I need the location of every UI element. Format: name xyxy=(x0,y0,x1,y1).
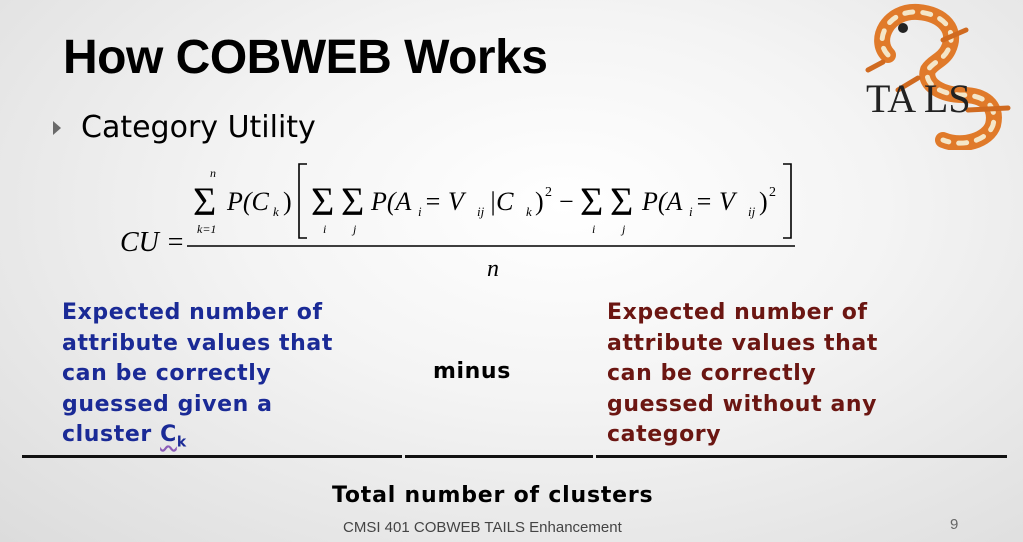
numerator-given-cluster-text: Expected number of attribute values that… xyxy=(62,298,402,458)
sum-lower-limit: k=1 xyxy=(197,222,216,236)
sigma-i2-icon: Σ xyxy=(580,179,603,224)
minus-operator: − xyxy=(559,187,574,216)
term-pc-close: ) xyxy=(283,187,292,216)
sum-upper-limit: n xyxy=(210,166,216,180)
term-pc: P(C xyxy=(226,187,270,216)
numerator-without-category-text: Expected number of attribute values that… xyxy=(607,298,947,451)
right-line-1: Expected number of xyxy=(607,300,868,325)
sum-j1-index: j xyxy=(351,222,357,236)
divider-segment-left xyxy=(22,455,402,458)
term-eq-v2: = V xyxy=(695,187,738,216)
term-c-sub: k xyxy=(526,204,532,219)
formula-lhs: CU = xyxy=(120,227,185,258)
sum-j2-index: j xyxy=(620,222,626,236)
right-line-3: can be correctly xyxy=(607,361,817,386)
left-line-3: can be correctly xyxy=(62,361,272,386)
left-bracket xyxy=(298,163,307,239)
term-v1-sub: ij xyxy=(477,204,485,219)
slide-title: How COBWEB Works xyxy=(63,31,548,84)
cluster-k-sub: k xyxy=(176,434,187,451)
bullet-label: Category Utility xyxy=(81,110,316,145)
term-sq1: 2 xyxy=(545,185,552,200)
right-line-5: category xyxy=(607,422,722,447)
page-number: 9 xyxy=(950,516,959,533)
logo-text: TA LS xyxy=(866,76,971,121)
left-line-5: cluster Ck xyxy=(62,420,402,458)
term-eq-v1: = V xyxy=(424,187,467,216)
cluster-c: C xyxy=(160,422,177,447)
term-pa2-sub-i: i xyxy=(689,204,693,219)
term-pa2: P(A xyxy=(641,187,683,216)
fraction-divider-line xyxy=(22,455,1007,458)
tails-logo-gecko-icon: TA LS xyxy=(865,3,1011,150)
formula-denominator: n xyxy=(487,256,499,282)
denominator-text: Total number of clusters xyxy=(332,483,654,508)
divider-segment-right xyxy=(596,455,1007,458)
sum-i1-index: i xyxy=(323,222,326,236)
sigma-j1-icon: Σ xyxy=(341,179,364,224)
left-line-1: Expected number of xyxy=(62,300,323,325)
sigma-outer-icon: Σ xyxy=(193,179,216,224)
sum-i2-index: i xyxy=(592,222,595,236)
right-line-4: guessed without any xyxy=(607,391,878,417)
divider-segment-middle xyxy=(405,455,593,458)
term-sq2: 2 xyxy=(769,185,776,200)
term-pa1: P(A xyxy=(370,187,412,216)
term-v2-sub: ij xyxy=(748,204,756,219)
bullet-item: Category Utility xyxy=(53,110,316,145)
right-bracket xyxy=(783,163,792,239)
sigma-i1-icon: Σ xyxy=(311,179,334,224)
sigma-j2-icon: Σ xyxy=(610,179,633,224)
left-line-2: attribute values that xyxy=(62,330,333,356)
category-utility-formula: CU = n Σ k=1 P(C k ) Σ i Σ j P(A i = V i… xyxy=(120,163,795,282)
cluster-symbol: Ck xyxy=(160,422,187,451)
term-close2: ) xyxy=(759,187,768,216)
term-close1: ) xyxy=(535,187,544,216)
term-pc-sub: k xyxy=(273,204,279,219)
right-line-2: attribute values that xyxy=(607,330,878,356)
minus-label: minus xyxy=(433,359,511,384)
term-pa1-sub-i: i xyxy=(418,204,422,219)
bullet-triangle-icon xyxy=(53,120,61,135)
slide-footer: CMSI 401 COBWEB TAILS Enhancement xyxy=(343,519,622,536)
left-line-4: guessed given a xyxy=(62,391,273,417)
left-line-5-text: cluster xyxy=(62,422,161,447)
term-given-c: |C xyxy=(489,187,514,216)
